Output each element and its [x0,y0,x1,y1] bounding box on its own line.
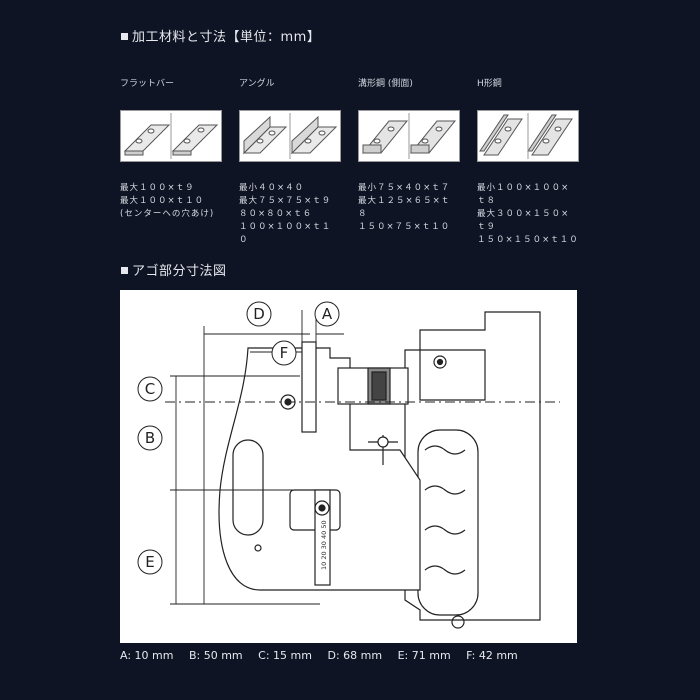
section-title-materials-text: 加工材料と寸法【単位：mm】 [132,30,321,45]
angle-bar-icon [239,110,341,162]
bullet-square-icon [121,267,128,274]
channel-steel-icon [358,110,460,162]
material-name: 溝形鋼 (側面) [358,79,413,89]
label-f: F [271,340,297,366]
label-b-text: B [145,429,155,447]
dim-b: B: 50 mm [188,649,243,662]
label-c-text: C [145,380,155,398]
flat-bar-icon [120,110,222,162]
h-beam-icon [477,110,579,162]
section-title-jaw-text: アゴ部分寸法図 [132,264,227,279]
material-specs: 最小１００×１００× ｔ８ 最大３００×１５０× ｔ９ １５０×１５０×ｔ１０ [477,183,579,245]
material-name: H形鋼 [477,79,502,89]
material-specs: 最小４０×４０ 最大７５×７５×ｔ９ ８０×８０×ｔ６ １００×１００×ｔ１ ０ [239,183,332,245]
dim-c: C: 15 mm [258,649,312,662]
bullet-square-icon [121,33,128,40]
label-a-text: A [322,305,333,323]
stopper-scale: 10 20 30 40 50 [320,520,328,570]
material-h-beam: H形鋼 最小１００×１００× ｔ８ 最大３００×１５０× ｔ９ １５０×１５０×… [477,76,587,247]
material-name: アングル [239,79,275,89]
dim-f: F: 42 mm [466,649,518,662]
label-a: A [314,301,340,327]
label-f-text: F [280,344,289,362]
dim-a: A: 10 mm [120,649,174,662]
material-angle: アングル 最小４０×４０ 最大７５×７５×ｔ９ ８０×８０×ｔ６ １００×１００… [239,76,349,247]
dim-e: E: 71 mm [397,649,451,662]
material-name: フラットバー [120,79,175,89]
section-title-jaw: アゴ部分寸法図 [121,260,227,279]
dim-d: D: 68 mm [327,649,383,662]
material-flat-bar: フラットバー 最大１００×ｔ９ 最大１００×ｔ１０ (センターへの穴あけ) [120,76,230,221]
section-title-materials: 加工材料と寸法【単位：mm】 [121,26,320,45]
jaw-dimension-diagram: D A F C B E 10 20 30 40 50 [120,290,577,643]
label-e: E [137,549,163,575]
label-d: D [246,301,272,327]
material-specs: 最大１００×ｔ９ 最大１００×ｔ１０ (センターへの穴あけ) [120,183,215,219]
dimension-list: A: 10 mm B: 50 mm C: 15 mm D: 68 mm E: 7… [120,649,530,662]
label-b: B [137,425,163,451]
label-c: C [137,376,163,402]
label-e-text: E [145,553,154,571]
material-specs: 最小７５×４０×ｔ７ 最大１２５×６５×ｔ ８ １５０×７５×ｔ１０ [358,183,451,232]
label-d-text: D [253,305,265,323]
material-channel: 溝形鋼 (側面) 最小７５×４０×ｔ７ 最大１２５×６５×ｔ ８ １５０×７５×… [358,76,468,234]
